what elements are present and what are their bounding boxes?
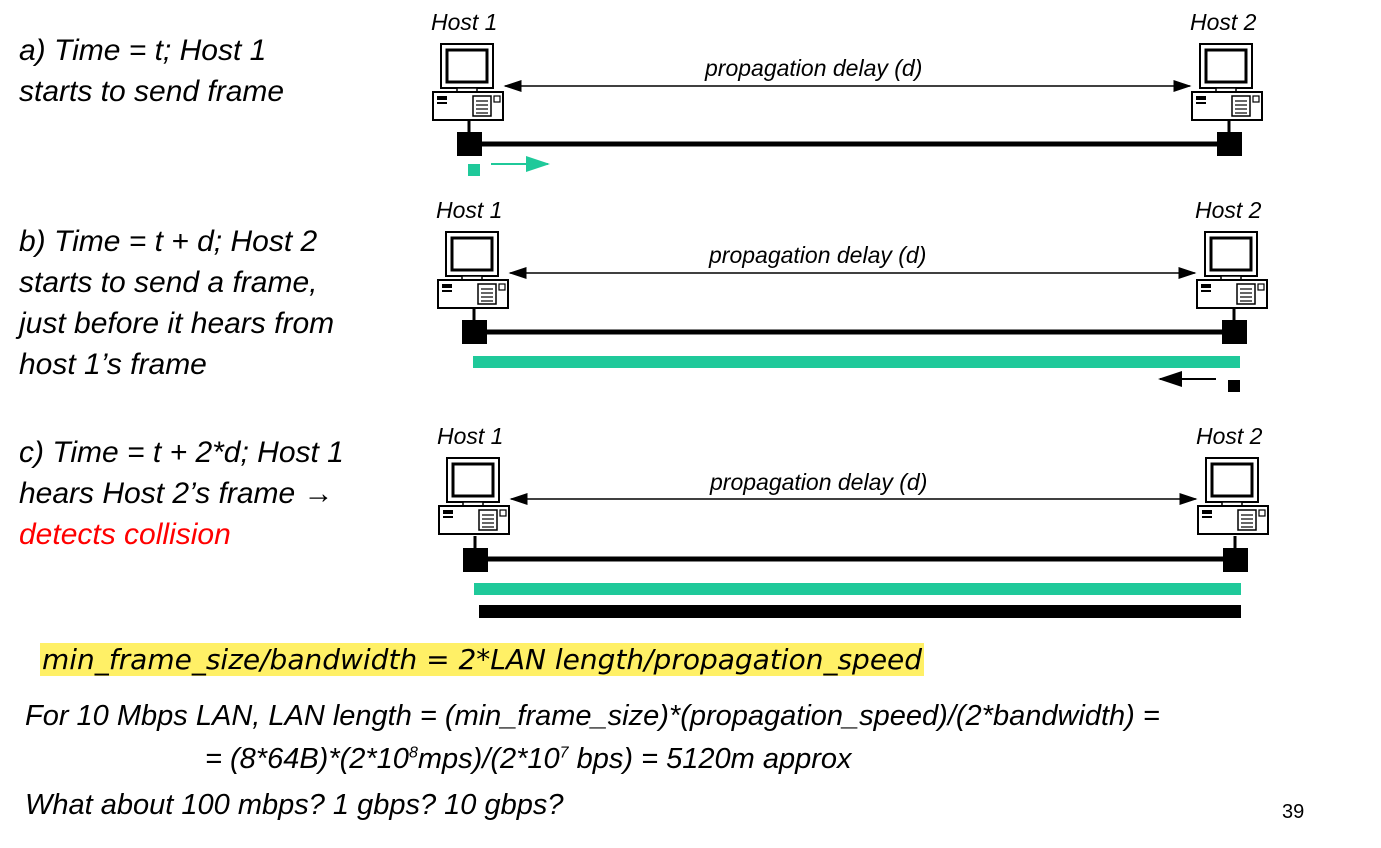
host1-computer-icon xyxy=(431,42,505,122)
host2-computer-icon xyxy=(1196,456,1270,536)
host2-computer-icon xyxy=(1195,230,1269,310)
scenario-b-line-1: b) Time = t + d; Host 2 xyxy=(19,225,318,258)
host2-frame-start xyxy=(1228,380,1240,392)
equation-exponent-2: 7 xyxy=(559,744,569,762)
page-number: 39 xyxy=(1282,801,1305,823)
host1-computer-icon xyxy=(437,456,511,536)
host1-computer-icon xyxy=(436,230,510,310)
scenario-c-host1-label: Host 1 xyxy=(437,423,504,449)
min-frame-size-formula: min_frame_size/bandwidth = 2*LAN length/… xyxy=(40,643,925,676)
scenario-c-diagram xyxy=(437,456,1270,618)
scenario-a-description: a) Time = t; Host 1 starts to send frame xyxy=(19,30,284,112)
scenario-b-line-2: starts to send a frame, xyxy=(19,266,318,299)
scenario-b-diagram xyxy=(436,230,1269,392)
equation-line-2: = (8*64B)*(2*108mps)/(2*107 bps) = 5120m… xyxy=(205,743,852,776)
scenario-a-host2-label: Host 2 xyxy=(1190,9,1257,35)
scenario-a-line-2: starts to send frame xyxy=(19,75,285,108)
scenario-a-host1-label: Host 1 xyxy=(431,9,498,35)
scenario-b-line-3: just before it hears from xyxy=(19,307,335,340)
host1-frame-bar xyxy=(473,356,1240,368)
host2-frame-bar xyxy=(479,605,1241,618)
equation-line-2-mid: mps)/(2*10 xyxy=(417,743,560,775)
scenario-c-description: c) Time = t + 2*d; Host 1 hears Host 2’s… xyxy=(19,432,344,555)
host2-computer-icon xyxy=(1190,42,1264,122)
scenario-b-description: b) Time = t + d; Host 2 starts to send a… xyxy=(19,221,334,385)
scenario-b-propagation-label: propagation delay (d) xyxy=(709,242,927,268)
scenario-c-line-2: hears Host 2’s frame → xyxy=(19,477,334,510)
scenario-b-host1-label: Host 1 xyxy=(436,197,503,223)
scenario-b-line-4: host 1’s frame xyxy=(19,348,207,381)
scenario-b-host2-label: Host 2 xyxy=(1195,197,1262,223)
equation-line-2-prefix: = (8*64B)*(2*10 xyxy=(205,743,409,775)
host1-frame-start xyxy=(468,164,480,176)
scenario-c-propagation-label: propagation delay (d) xyxy=(710,469,928,495)
equation-line-2-suffix: bps) = 5120m approx xyxy=(568,743,852,775)
equation-line-3: What about 100 mbps? 1 gbps? 10 gbps? xyxy=(25,789,564,821)
formula-text: min_frame_size/bandwidth = 2*LAN length/… xyxy=(40,643,925,676)
scenario-a-diagram xyxy=(431,42,1264,176)
collision-detected-text: detects collision xyxy=(19,518,231,551)
scenario-a-line-1: a) Time = t; Host 1 xyxy=(19,34,267,67)
scenario-c-line-1: c) Time = t + 2*d; Host 1 xyxy=(19,436,344,469)
scenario-a-propagation-label: propagation delay (d) xyxy=(705,55,923,81)
host1-frame-bar xyxy=(474,583,1241,595)
scenario-c-host2-label: Host 2 xyxy=(1196,423,1263,449)
equation-exponent-1: 8 xyxy=(408,744,418,762)
equation-line-1: For 10 Mbps LAN, LAN length = (min_frame… xyxy=(25,700,1160,732)
